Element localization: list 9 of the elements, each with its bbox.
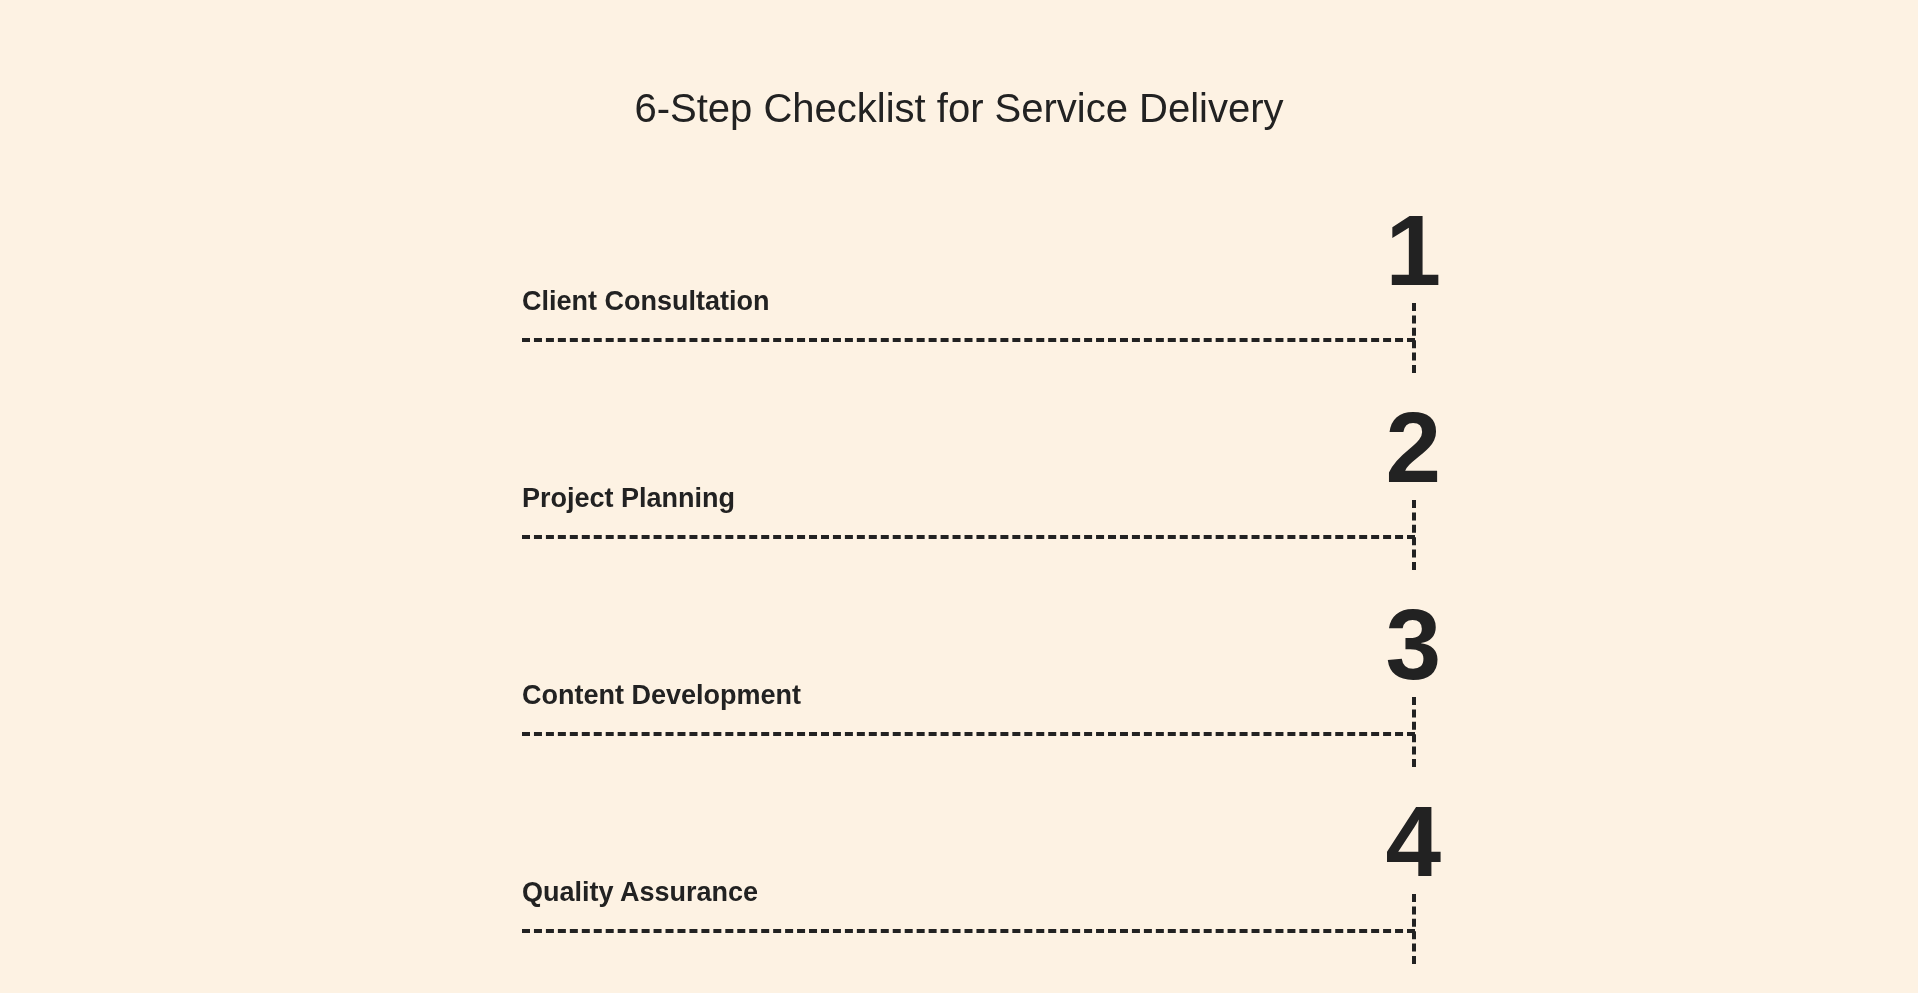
step-number: 3 bbox=[1385, 594, 1441, 694]
step-title: Content Development bbox=[522, 680, 802, 711]
step-number: 1 bbox=[1385, 200, 1441, 300]
step-title: Quality Assurance bbox=[522, 877, 759, 908]
diagram-title: 6-Step Checklist for Service Delivery bbox=[634, 86, 1284, 130]
step-title: Client Consultation bbox=[522, 286, 770, 317]
step-title: Project Planning bbox=[522, 483, 736, 514]
step-number: 2 bbox=[1385, 397, 1441, 497]
step-number: 4 bbox=[1385, 791, 1441, 891]
